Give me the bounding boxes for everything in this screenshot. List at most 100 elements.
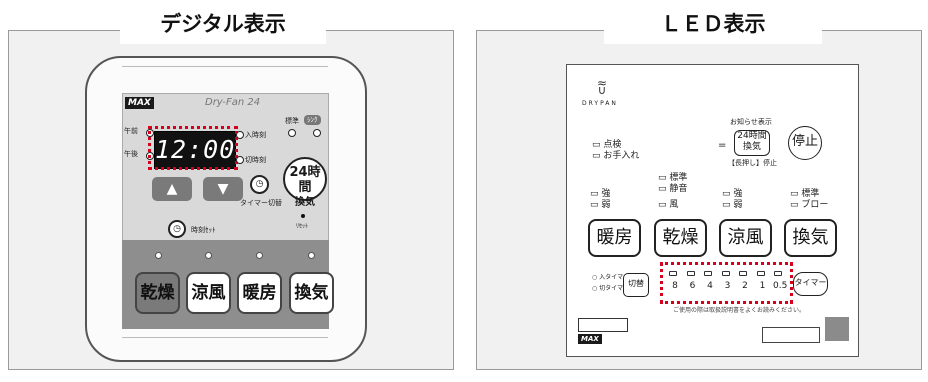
drypan-logo-icon: ≈∪ (596, 76, 608, 97)
wind-led: ▭ 風 (658, 200, 679, 210)
mode-indicator-2 (205, 252, 212, 259)
label-plate (578, 318, 628, 332)
product-name: Dry-Fan 24 (205, 97, 261, 108)
led-vent-button[interactable]: 換気 (784, 219, 837, 257)
strong-indicator (313, 129, 321, 137)
care-label: お手入れ (603, 151, 640, 161)
mode-button-cool[interactable]: 涼風 (186, 272, 231, 314)
led-dry-button[interactable]: 乾燥 (654, 219, 707, 257)
timer-value-label: 3 (724, 281, 731, 291)
vent-blow-label: ブロー (801, 200, 829, 210)
plate-top-divider (122, 66, 328, 67)
quiet-led: ▭ 静音 (658, 184, 688, 194)
notice-label: お知らせ表示 (730, 118, 772, 126)
clock-set-button[interactable]: ◷ (168, 220, 186, 238)
led-heat-button[interactable]: 暖房 (588, 219, 641, 257)
quiet-label: 静音 (669, 184, 688, 194)
off-time-label: 切時刻 (245, 156, 266, 164)
off-timer-label: 切タイマー (599, 285, 630, 292)
max-logo: MAX (125, 97, 154, 109)
strong-badge: ｼﾝｸ (304, 115, 321, 125)
cool-weak-led: ▭ 弱 (722, 200, 743, 210)
on-time-label: 入時刻 (245, 131, 266, 139)
led-highlight-box (660, 262, 793, 304)
care-indicator: ▭ お手入れ (592, 151, 640, 161)
mode-indicator-4 (308, 252, 315, 259)
timer-led-5 (756, 271, 765, 276)
timer-value-label: 1 (759, 281, 766, 291)
timer-switch-label: タイマー切替 (240, 199, 282, 207)
wind-label: 風 (669, 200, 679, 210)
mode-indicator-1 (155, 252, 162, 259)
mode-button-dry[interactable]: 乾燥 (135, 272, 180, 314)
off-timer-led: ○ 切タイマー (592, 285, 630, 292)
timer-value-label: 8 (672, 281, 678, 291)
std-label: 標準 (669, 173, 688, 183)
check-indicator: ▭ 点検 (592, 140, 622, 150)
cool-strong-led: ▭ 強 (722, 189, 743, 199)
timer-led-6 (774, 271, 782, 276)
timer-led-2 (704, 271, 712, 276)
plate-bottom-divider (122, 337, 328, 338)
heat-strong-label: 強 (601, 189, 611, 199)
timer-led-1 (686, 271, 695, 276)
digital-panel-title: デジタル表示 (120, 4, 326, 44)
led-24h-line2: 換気 (742, 142, 761, 152)
pm-label: 午後 (124, 150, 138, 158)
clock-set-icon: ◷ (173, 224, 181, 234)
off-time-indicator (236, 156, 244, 164)
on-timer-led: ○ 入タイマー (592, 274, 630, 281)
on-timer-label: 入タイマー (599, 274, 630, 281)
mode-button-heat[interactable]: 暖房 (237, 272, 282, 314)
notice-bracket: = (718, 140, 727, 151)
heat-weak-led: ▭ 弱 (590, 200, 611, 210)
sensor-window (762, 327, 820, 343)
down-button[interactable]: ▼ (203, 177, 243, 201)
led-switch-button[interactable]: 切替 (623, 273, 649, 297)
timer-led-3 (721, 271, 730, 276)
vent-blow-led: ▭ ブロー (790, 200, 829, 210)
drypan-logo-text: DRYPAN (582, 100, 618, 107)
up-button[interactable]: ▲ (152, 177, 192, 201)
timer-value-label: 4 (707, 281, 713, 291)
std-led: ▭ 標準 (658, 173, 688, 183)
led-cool-button[interactable]: 涼風 (719, 219, 772, 257)
heat-strong-led: ▭ 強 (590, 189, 611, 199)
led-max-logo: MAX (578, 334, 602, 344)
reset-button[interactable] (301, 214, 305, 218)
clock-icon: ◷ (255, 179, 264, 189)
vent-std-led: ▭ 標準 (790, 189, 820, 199)
cool-strong-label: 強 (733, 189, 743, 199)
timer-switch-button[interactable]: ◷ (250, 175, 269, 194)
led-24h-line1: 24時間 (737, 131, 767, 141)
on-time-indicator (236, 131, 244, 139)
reset-label: ﾘｾｯﾄ (296, 223, 309, 230)
up-arrow-icon: ▲ (166, 181, 178, 197)
led-control-plate (566, 64, 859, 357)
mode-indicator-3 (256, 252, 263, 259)
timer-led-4 (739, 271, 747, 276)
timer-led-0 (669, 271, 677, 276)
hold-note: 【長押し】停止 (728, 159, 777, 167)
mode-button-vent[interactable]: 換気 (289, 272, 334, 314)
cool-weak-label: 弱 (733, 200, 743, 210)
btn-24h-line2: 換気 (295, 197, 315, 208)
clock-set-label: 時刻ｾｯﾄ (191, 226, 216, 234)
heat-weak-label: 弱 (601, 200, 611, 210)
standard-indicator (288, 129, 296, 137)
btn-24h-line1: 24時間 (289, 165, 321, 195)
check-label: 点検 (603, 140, 622, 150)
led-panel-title: ＬＥＤ表示 (604, 4, 822, 44)
standard-label: 標準 (285, 117, 299, 125)
stop-button[interactable]: 停止 (788, 126, 822, 160)
led-24h-button[interactable]: 24時間 換気 (734, 130, 770, 156)
receiver-square (825, 317, 849, 341)
timer-value-label: 2 (742, 281, 748, 291)
timer-value-label: 6 (689, 281, 696, 291)
ventilation-24h-button[interactable]: 24時間 換気 (283, 157, 327, 208)
vent-std-label: 標準 (801, 189, 820, 199)
timer-value-label: 0.5 (773, 281, 788, 291)
down-arrow-icon: ▼ (217, 181, 229, 197)
led-timer-button[interactable]: タイマー (793, 272, 828, 296)
digital-highlight-box (148, 126, 238, 170)
